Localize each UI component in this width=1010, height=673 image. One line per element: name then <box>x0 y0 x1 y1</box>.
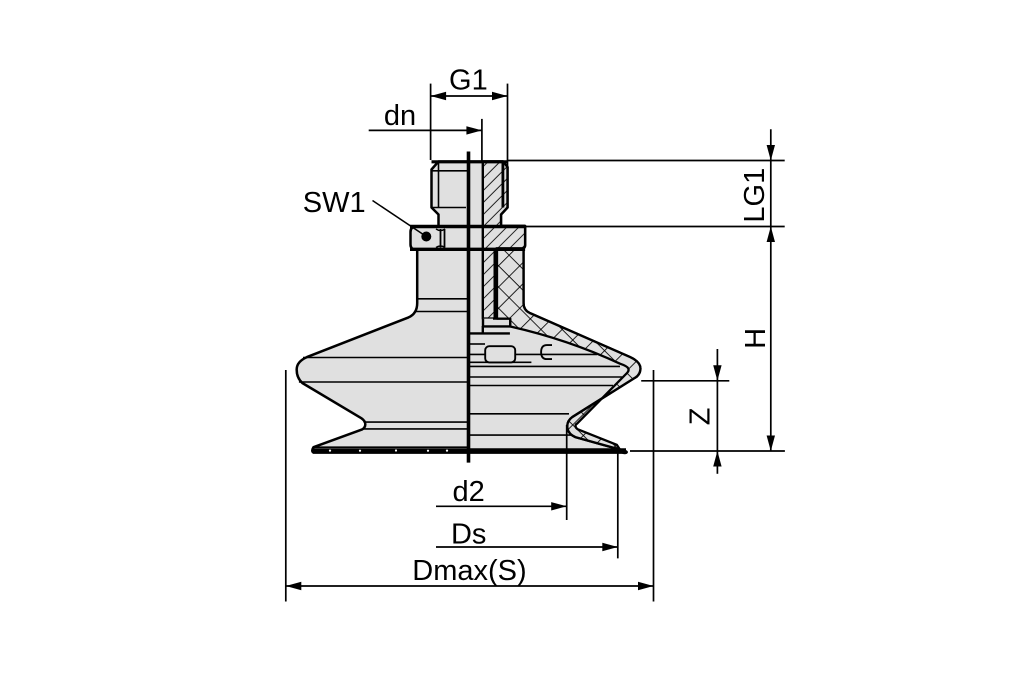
dimensions <box>284 83 785 602</box>
cavity-details <box>484 344 552 364</box>
label-z: Z <box>685 408 717 426</box>
dimension-labels: G1 dn SW1 LG1 H Z d2 Ds Dmax(S) <box>303 65 772 588</box>
dimension-dmax <box>284 370 655 602</box>
label-dmax: Dmax(S) <box>412 555 526 587</box>
label-d2: d2 <box>452 476 484 508</box>
label-ds: Ds <box>451 519 486 551</box>
label-g1: G1 <box>449 65 488 97</box>
dimension-dn <box>368 118 483 162</box>
dimension-d2 <box>436 425 568 520</box>
dimension-ds <box>436 452 619 559</box>
label-dn: dn <box>384 100 416 132</box>
label-lg1: LG1 <box>739 168 771 223</box>
dimension-lg1-h <box>766 129 775 451</box>
reference-lines <box>506 159 785 452</box>
rubber-section <box>495 248 642 455</box>
dimension-z <box>713 349 722 474</box>
dimension-g1 <box>429 83 509 169</box>
leader-sw1 <box>372 199 427 238</box>
label-h: H <box>740 328 772 349</box>
label-sw1: SW1 <box>303 187 366 219</box>
